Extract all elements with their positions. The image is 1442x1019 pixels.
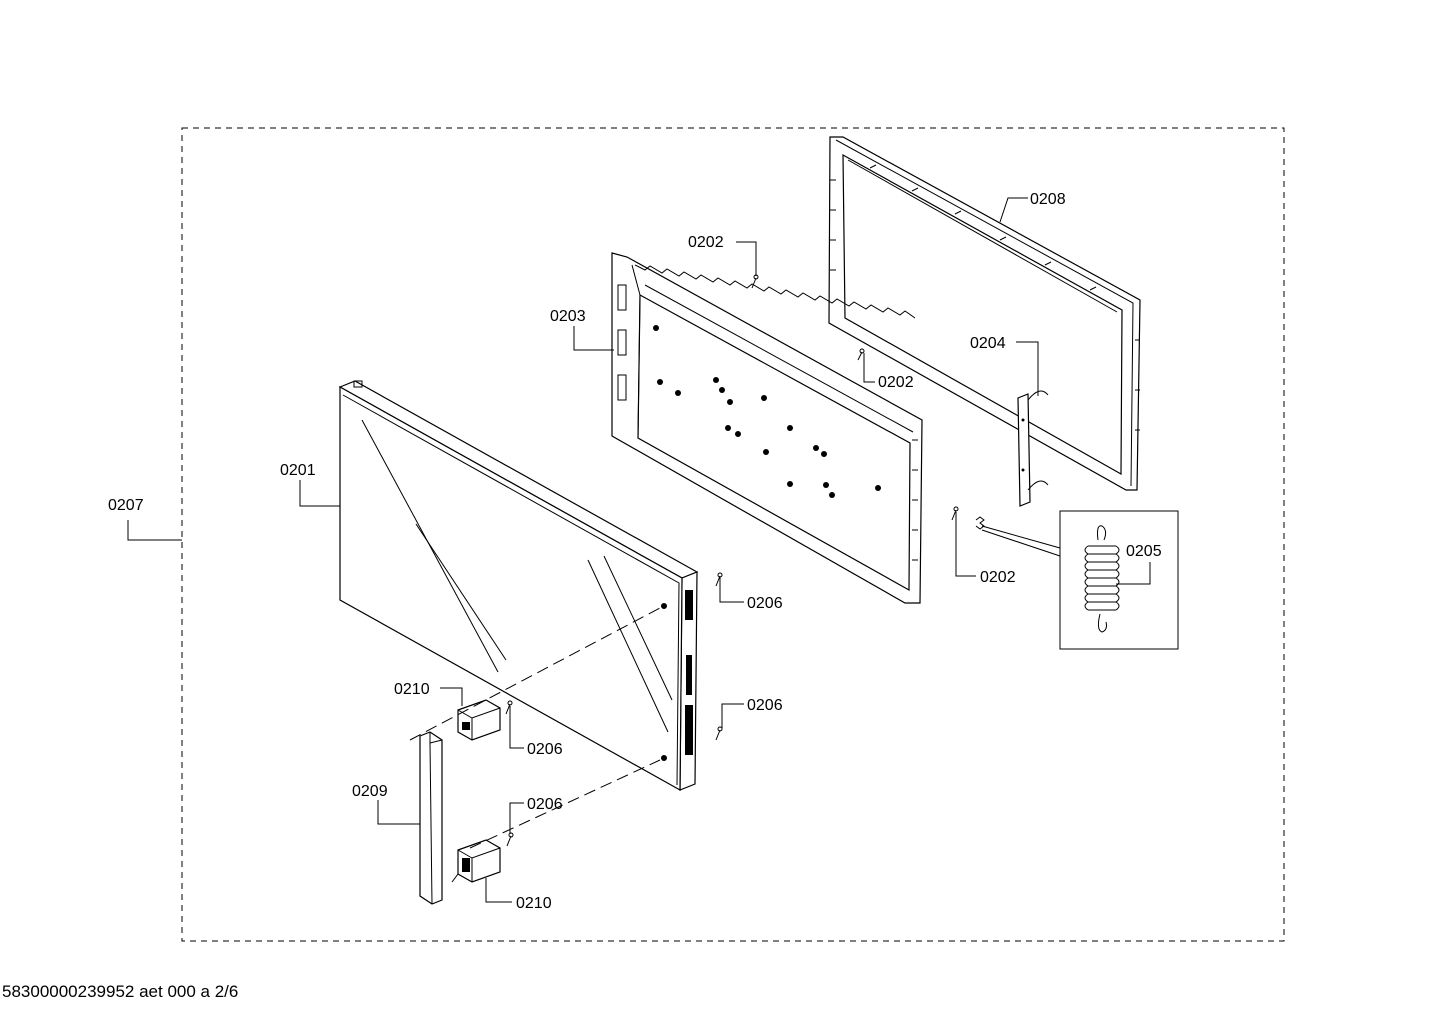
part-0209-handle — [419, 731, 443, 905]
assembly-guides — [409, 607, 661, 849]
drawing-footer-code: 58300000239952 aet 000 a 2/6 — [2, 982, 239, 1001]
label-0201: 0201 — [280, 462, 316, 479]
part-0208-back-frame — [828, 136, 1141, 491]
label-0206-upper-right: 0206 — [747, 595, 783, 612]
label-0203: 0203 — [550, 308, 586, 325]
label-0207: 0207 — [108, 497, 144, 514]
label-0204: 0204 — [970, 335, 1006, 352]
label-0202-top: 0202 — [688, 234, 724, 251]
label-0208: 0208 — [1030, 191, 1066, 208]
label-0209: 0209 — [352, 783, 388, 800]
label-0202-mid: 0202 — [878, 374, 914, 391]
label-0202-right: 0202 — [980, 569, 1016, 586]
part-labels: 0207 0201 0203 0202 0202 0202 0208 0204 … — [108, 191, 1162, 912]
label-0206-lower-right: 0206 — [747, 697, 783, 714]
leader-lines — [127, 197, 1151, 903]
part-0210-cap-lower — [451, 839, 501, 883]
assembly-boundary-0207 — [181, 127, 1285, 942]
part-0205-spring-detail — [981, 510, 1179, 650]
label-0210-upper: 0210 — [394, 681, 430, 698]
part-0201-front-door — [338, 380, 699, 792]
part-0210-cap-upper — [457, 699, 501, 741]
label-0210-lower: 0210 — [516, 895, 552, 912]
label-0206-mid-left: 0206 — [527, 741, 563, 758]
part-0203-inner-panel — [611, 252, 923, 604]
label-0205: 0205 — [1126, 543, 1162, 560]
label-0206-lower-left: 0206 — [527, 796, 563, 813]
part-0204-hinge — [1017, 390, 1049, 507]
